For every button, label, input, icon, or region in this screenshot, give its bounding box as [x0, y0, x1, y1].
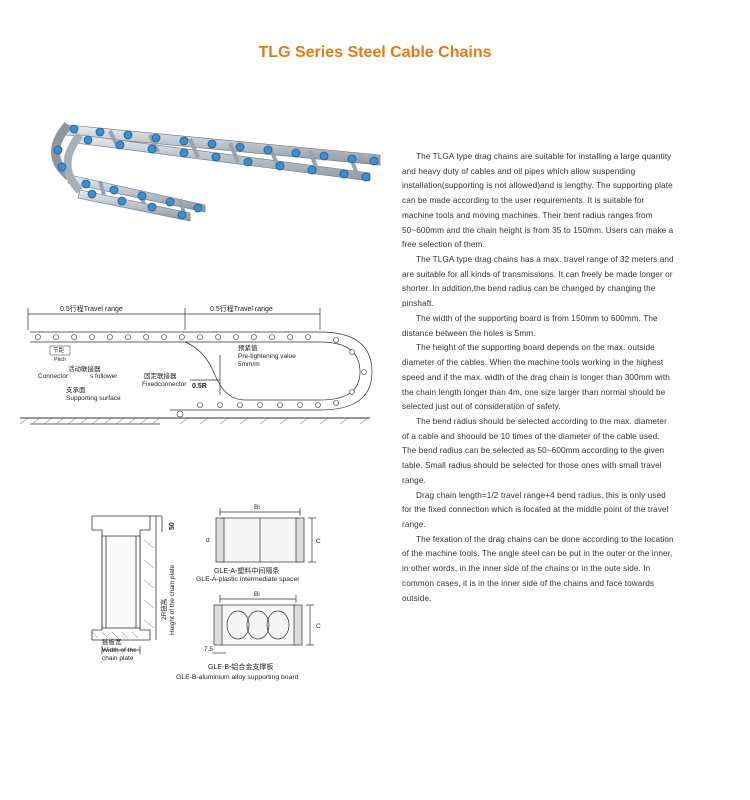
- pretension-label-cn: 预紧值: [238, 343, 258, 352]
- fixed-connector-label-cn: 固定联接器: [144, 371, 177, 380]
- dim-50-label: 50: [169, 522, 176, 530]
- travel-range-diagram: 0.5行程Travel range 0.5行程Travel range 节距 P…: [20, 300, 390, 440]
- chain-height-label: Height of the chain plate: [169, 565, 176, 635]
- paragraph-3: The width of the supporting board is fro…: [402, 313, 658, 338]
- paragraph-5: The bend radius should be selected accor…: [402, 416, 667, 485]
- cable-chain-photo: [40, 95, 400, 225]
- paragraph-7: The fexation of the drag chains can be d…: [402, 534, 674, 603]
- page-title: TLG Series Steel Cable Chains: [258, 44, 492, 61]
- pitch-label-cn: 节距: [53, 346, 65, 354]
- half-radius-label: 0.5R: [192, 383, 207, 390]
- spacer-a-c: C: [316, 538, 321, 545]
- spacer-b-diagram: Bi C 7.5 GLE-B-铝合金支撑板 GLE-B-aluminium al…: [176, 585, 336, 685]
- spacer-b-caption: GLE-B-aluminium alloy supporting board: [176, 674, 299, 681]
- connector-label-cn: 活动联接器: [68, 364, 101, 373]
- pretension-value: 5mm/m: [238, 361, 260, 368]
- description-text: The TLGA type drag chains are suitable f…: [402, 150, 674, 606]
- fixed-connector-label: Fixedconnector: [142, 381, 187, 388]
- chain-width-label: Width of the: [102, 647, 137, 654]
- chain-height-label-cn: 2R链高: [159, 598, 168, 620]
- chain-width-label-2: chain plate: [102, 655, 134, 662]
- support-label-cn: 支承面: [66, 385, 86, 394]
- spacer-a-caption: GLE-A-plastic intermediate spacer: [196, 576, 300, 583]
- paragraph-4: The height of the supporting board depen…: [402, 343, 670, 412]
- chain-width-label-cn: 链板宽: [102, 637, 122, 646]
- spacer-a-d: d: [206, 537, 210, 544]
- spacer-b-bi: Bi: [254, 591, 260, 598]
- spacer-a-bi: Bi: [254, 504, 260, 511]
- pitch-label: Pitch: [54, 357, 66, 363]
- spacer-b-c: C: [316, 623, 321, 630]
- paragraph-2: The TLGA type drag chains has a max. tra…: [402, 255, 674, 309]
- chain-plate-diagram: 50 2R链高 Height of the chain plate 链板宽 Wi…: [88, 510, 198, 670]
- spacer-b-dim: 7.5: [204, 646, 213, 653]
- paragraph-1: The TLGA type drag chains are suitable f…: [402, 152, 674, 250]
- spacer-a-caption-cn: GLE-A-塑料中间隔条: [214, 566, 279, 575]
- spacer-b-caption-cn: GLE-B-铝合金支撑板: [208, 662, 273, 671]
- paragraph-6: Drag chain length=1/2 travel range+4 ben…: [402, 490, 669, 529]
- support-label: Supporting surface: [66, 395, 121, 402]
- spacer-a-diagram: Bi C d GLE-A-塑料中间隔条 GLE-A-plastic interm…: [192, 500, 332, 585]
- travel-left-label: 0.5行程Travel range: [60, 304, 123, 313]
- connector-label: Connector: [38, 373, 69, 380]
- follower-label: s follower: [90, 373, 118, 380]
- travel-right-label: 0.5行程Travel range: [210, 304, 273, 313]
- pretension-label: Pre-tightening value: [238, 353, 296, 360]
